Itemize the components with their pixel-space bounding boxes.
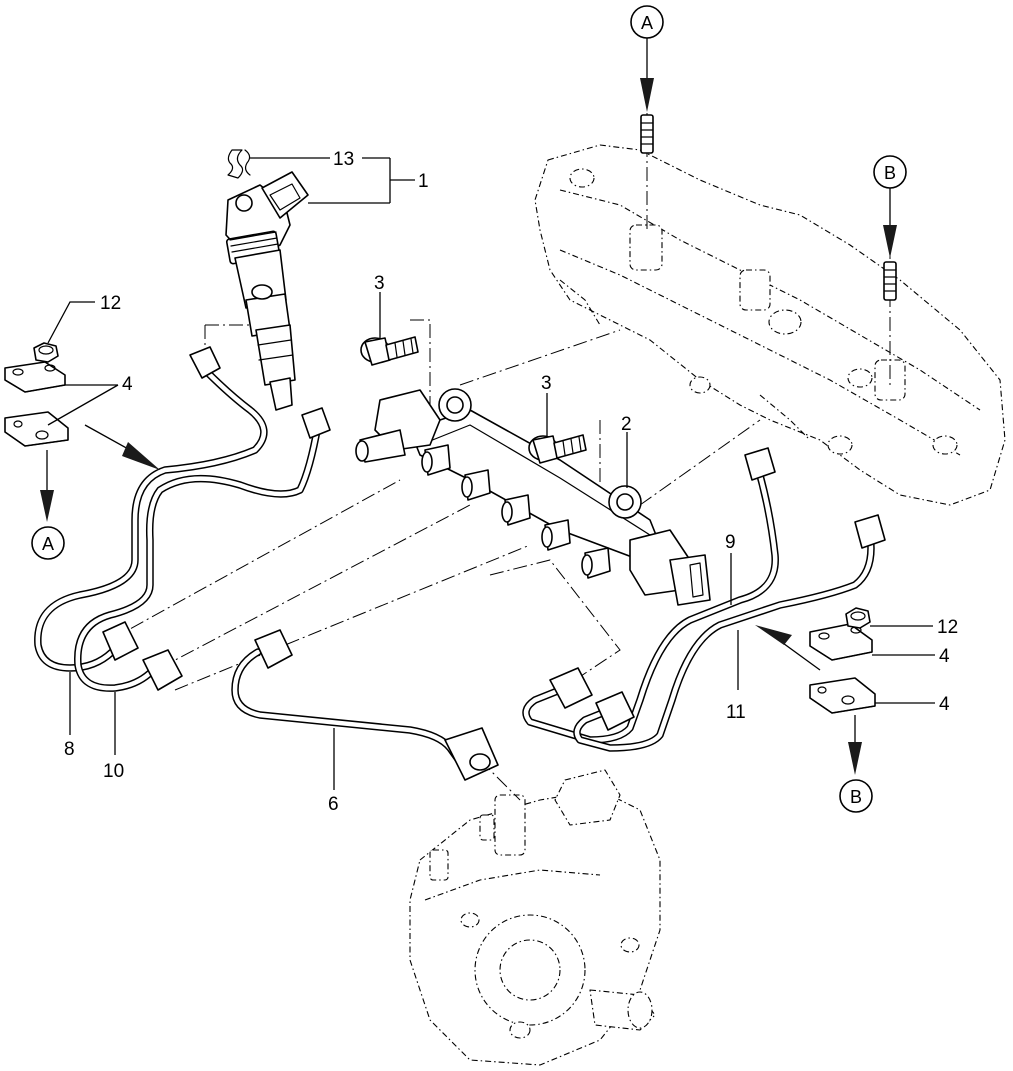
fuel-pipe-8 [34,346,268,672]
callout-number: 8 [64,739,75,760]
reference-letter: A [641,13,653,33]
callout-10: 10 [103,692,124,782]
callout-number: 4 [122,374,133,395]
reference-marker-a-top: A [630,5,664,112]
fuel-pipe-11 [573,514,886,752]
rail-outlet-5 [581,547,611,579]
callout-12-right: 12 [870,617,958,638]
rail-bolt-upper [360,336,419,366]
callout-11: 11 [726,630,746,723]
clamp-right [809,623,876,714]
cylinder-head-ghost [534,144,1006,506]
callout-number: 4 [939,694,950,715]
nut-right [845,607,871,629]
rail-outlet-1 [421,444,451,476]
reference-marker-b-top: B [873,155,907,258]
nut-left [33,342,59,363]
fuel-pipe-9 [522,447,779,744]
callout-8: 8 [64,672,75,760]
reference-marker-a-bottom: A [31,450,65,560]
fuel-pipe-6 [231,629,499,781]
reference-letter: B [850,787,862,807]
stud-b [883,261,897,301]
callout-3-upper: 3 [374,273,385,338]
direction-arrow-left [84,424,160,470]
callout-1: 1 [308,157,429,204]
callout-number: 9 [725,532,736,553]
clamp-left [4,361,69,447]
callout-9: 9 [725,532,736,605]
callout-number: 3 [374,273,385,294]
direction-arrow-right [755,625,821,671]
rail-bolt-lower [528,434,587,464]
callout-number: 2 [621,414,632,435]
callout-number: 1 [418,171,429,192]
fuel-pump-ghost [409,769,661,1066]
stud-a [640,114,654,154]
callout-number: 3 [541,373,552,394]
callout-3-lower: 3 [541,373,552,436]
rail-outlet-2 [461,469,491,501]
fuel-pipe-10 [74,407,331,692]
callout-number: 11 [726,702,746,723]
callout-4-right-lower: 4 [875,694,950,715]
reference-letter: A [42,534,54,554]
callout-number: 10 [103,761,124,782]
callout-12-left: 12 [47,293,121,344]
rail-outlet-4 [541,519,571,551]
callout-number: 12 [937,617,958,638]
callout-number: 13 [333,149,354,170]
callout-number: 6 [328,794,339,815]
callout-number: 4 [939,646,950,667]
callout-4-right-upper: 4 [872,646,950,667]
reference-marker-b-bottom: B [839,715,873,813]
rail-outlet-3 [501,494,531,526]
callout-number: 12 [100,293,121,314]
callout-13: 13 [250,149,354,170]
fuel-rail [355,388,711,606]
injector-clip [227,149,251,179]
reference-letter: B [884,163,896,183]
callout-2: 2 [621,414,632,488]
callout-6: 6 [328,728,339,815]
callout-4-left: 4 [47,374,133,426]
injector [225,171,309,411]
